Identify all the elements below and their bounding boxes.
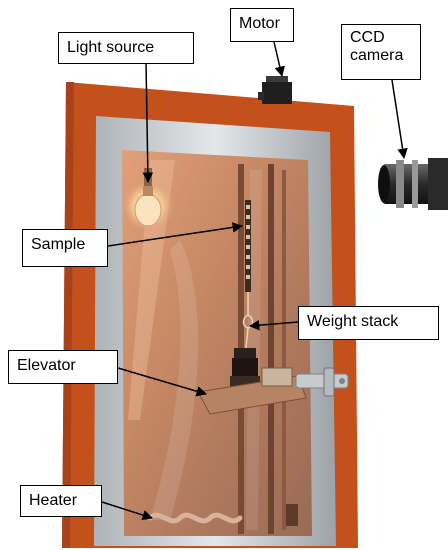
hook-wire — [242, 292, 254, 329]
leader-ccd — [391, 79, 408, 160]
light-source-label: Light source — [58, 32, 194, 64]
leader-weight-stack — [248, 319, 299, 331]
elevator-text: Elevator — [17, 357, 76, 374]
leader-elevator — [117, 367, 208, 397]
ccd-text-line2: camera — [350, 47, 404, 65]
motor-label: Motor — [230, 8, 294, 42]
elevator-label: Elevator — [8, 350, 118, 384]
motor-text: Motor — [239, 15, 280, 32]
rail-right — [268, 164, 274, 534]
heater-label: Heater — [20, 485, 102, 517]
glass-window — [122, 150, 312, 536]
light-source-text: Light source — [67, 39, 155, 56]
sample-text: Sample — [31, 236, 86, 253]
leader-motor — [273, 41, 285, 78]
door-latch — [295, 367, 349, 397]
light-bulb — [134, 193, 162, 227]
heater-text: Heater — [29, 492, 78, 509]
ccd-camera — [378, 158, 448, 210]
weight-stack-label: Weight stack — [298, 306, 439, 340]
sample-chain — [245, 200, 251, 292]
leader-sample — [107, 222, 244, 247]
ccd-text-line1: CCD — [350, 29, 385, 46]
leader-light-source — [142, 61, 154, 184]
leader-heater — [101, 501, 154, 521]
sample-label: Sample — [22, 229, 108, 267]
weight-stack-text: Weight stack — [307, 313, 399, 330]
ccd-camera-label: CCD camera — [341, 24, 421, 80]
motor — [258, 76, 292, 104]
heater-coil — [147, 512, 243, 524]
